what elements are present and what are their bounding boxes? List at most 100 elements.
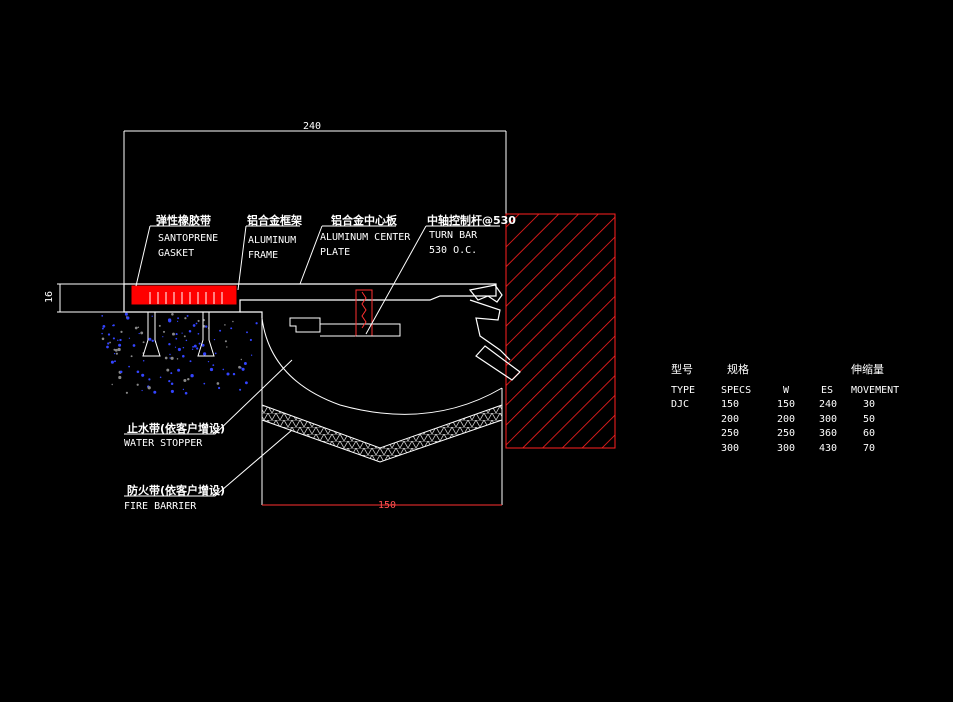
concrete-dot [241,367,245,371]
concrete-dot [142,360,145,362]
concrete-dot [189,360,192,363]
label-center-plate: 铝合金中心板 ALUMINUM CENTER PLATE [320,213,411,258]
table-cell: 60 [863,428,875,439]
concrete-dot [170,382,174,386]
label-fire-barrier: 防火带(依客户增设) FIRE BARRIER [124,483,225,512]
concrete-dot [136,370,140,374]
concrete-dot [177,317,180,320]
concrete-dot [197,319,200,322]
concrete-dot [101,332,103,335]
concrete-dot [138,332,140,335]
concrete-dot [168,380,171,383]
concrete-dot [192,345,195,348]
concrete-dot [191,348,194,350]
concrete-dot [113,348,116,351]
anchor-bolts [142,312,215,357]
concrete-dot [136,383,139,386]
concrete-dot [134,326,138,330]
concrete-dot [117,347,121,352]
concrete-dot [193,344,197,348]
fire-en-text: FIRE BARRIER [124,501,197,512]
hatched-wall [505,213,616,449]
gasket-en-text-2: GASKET [158,248,194,259]
spec-header-specs: SPECS [721,385,751,396]
concrete-dot [187,377,190,381]
table-cell: 150 [777,399,795,410]
aluminum-frame [123,283,521,381]
fire-cn-text: 防火带(依客户增设) [127,483,225,497]
spec-header-w: W [783,385,790,396]
water-stopper [261,317,503,415]
concrete-dot [183,335,186,338]
concrete-dot [148,337,152,341]
concrete-dot [170,389,174,393]
concrete-dot [113,352,116,355]
concrete-dot [212,364,215,366]
concrete-slab [101,312,258,395]
concrete-dot [203,382,206,385]
water-en-text: WATER STOPPER [124,438,203,449]
concrete-dot [190,374,194,378]
turnbar-en-text-2: 530 O.C. [429,245,477,256]
spec-header-type: TYPE [671,385,695,396]
concrete-dot [255,322,258,325]
concrete-dot [232,372,236,376]
label-gasket: 弹性橡胶带 SANTOPRENE GASKET [156,213,218,259]
concrete-dot [177,320,179,322]
concrete-dot [201,343,205,347]
concrete-dot [164,356,168,360]
concrete-dot [226,346,228,348]
plate-cn-text: 铝合金中心板 [331,213,398,227]
table-cell: 360 [819,428,837,439]
concrete-dot [224,340,227,343]
concrete-dot [114,360,116,363]
concrete-dot [197,332,200,335]
concrete-dot [216,382,220,385]
concrete-dot [198,342,201,345]
concrete-dot [141,389,143,392]
concrete-dot [118,375,122,380]
concrete-dot [204,325,208,328]
concrete-dot [124,312,128,316]
concrete-dot [182,388,185,391]
table-row: 200 200 300 50 [721,414,875,425]
concrete-dot [168,319,172,323]
concrete-dot [203,352,207,356]
concrete-dot [226,372,230,376]
concrete-dot [142,341,145,344]
spec-header-cn-type: 型号 [671,362,693,376]
turnbar-cn-text: 中轴控制杆@530 [427,213,516,227]
concrete-dot [192,324,196,327]
dimension-overall-width: 240 [123,121,507,284]
table-cell: 300 [721,443,739,454]
concrete-dot [232,320,234,323]
table-cell: 430 [819,443,837,454]
concrete-dot [195,322,198,325]
concrete-dot [186,314,189,317]
concrete-dot [219,329,222,332]
spec-header-cn-specs: 规格 [727,362,749,376]
concrete-dot [119,338,122,342]
table-row: 300 300 430 70 [721,443,875,454]
concrete-dot [170,372,173,375]
table-cell: 300 [819,414,837,425]
concrete-dot [176,358,179,360]
concrete-dot [117,339,119,342]
table-row: DJC 150 150 240 30 [671,399,875,410]
concrete-dot [106,345,109,349]
joint-gap-lines [261,318,503,505]
concrete-dot [101,315,104,317]
frame-en-text-2: FRAME [248,250,278,261]
concrete-dot [162,336,164,338]
concrete-dot [120,330,123,333]
concrete-dot [244,381,248,385]
concrete-dot [177,368,181,372]
santoprene-gasket [131,285,237,305]
concrete-dot [128,337,131,339]
concrete-dot [213,338,216,341]
concrete-dot [102,325,106,328]
spec-header-cn-movement: 伸缩量 [851,363,884,376]
frame-cn-text: 铝合金框架 [247,213,302,227]
concrete-dot [151,339,154,343]
concrete-dot [230,327,233,330]
